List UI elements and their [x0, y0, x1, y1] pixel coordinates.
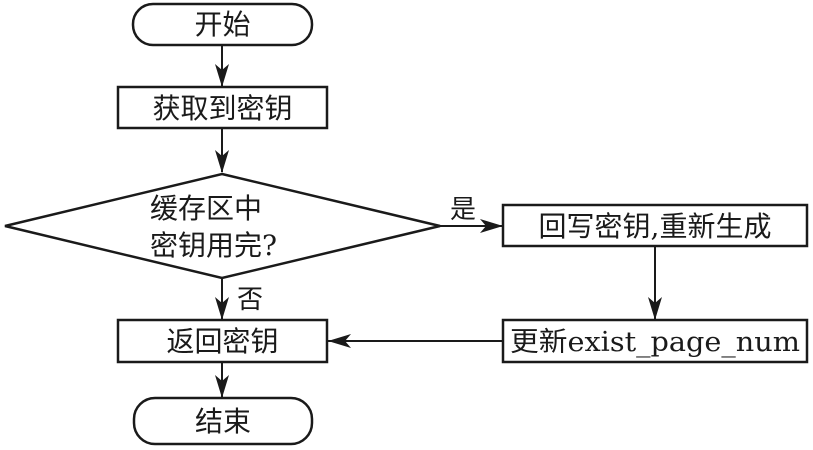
edge-update-to-return-key	[328, 334, 503, 348]
edge-return-key-to-end	[215, 362, 229, 398]
end-node-label: 结束	[195, 405, 251, 438]
arrowhead-icon	[480, 219, 503, 233]
return-key-node-shape	[116, 318, 329, 364]
edge-writeback-to-update	[648, 246, 662, 320]
arrowhead-icon	[215, 64, 229, 87]
edge-get-key-to-decision	[215, 128, 229, 173]
arrowhead-icon	[328, 334, 351, 348]
no-label: 否	[237, 285, 263, 315]
edge-decision-to-return-key: 否	[215, 278, 263, 320]
decision-node-shape	[4, 172, 441, 280]
yes-label: 是	[450, 195, 476, 225]
arrowhead-icon	[215, 375, 229, 398]
writeback-node-label: 回写密钥,重新生成	[539, 210, 772, 243]
get-key-node-shape	[116, 85, 329, 130]
end-node: 结束	[132, 396, 314, 446]
get-key-node: 获取到密钥	[116, 85, 329, 130]
arrowhead-icon	[648, 297, 662, 320]
update-node-label: 更新exist_page_num	[510, 327, 800, 358]
arrowhead-icon	[215, 150, 229, 173]
end-node-shape	[132, 396, 314, 446]
arrowhead-icon	[215, 297, 229, 320]
start-node: 开始	[131, 2, 314, 47]
return-key-node: 返回密钥	[116, 318, 329, 364]
writeback-node: 回写密钥,重新生成	[501, 203, 809, 248]
edge-start-to-get-key	[215, 45, 229, 87]
decision-node-line-2: 密钥用完?	[150, 229, 277, 262]
get-key-node-label: 获取到密钥	[152, 92, 292, 125]
decision-node-line-1: 缓存区中	[150, 192, 262, 225]
edge-decision-to-writeback: 是	[440, 195, 503, 233]
decision-node: 缓存区中 密钥用完?	[4, 172, 441, 280]
start-node-label: 开始	[194, 8, 250, 41]
return-key-node-label: 返回密钥	[166, 325, 278, 358]
update-node: 更新exist_page_num	[501, 318, 809, 364]
